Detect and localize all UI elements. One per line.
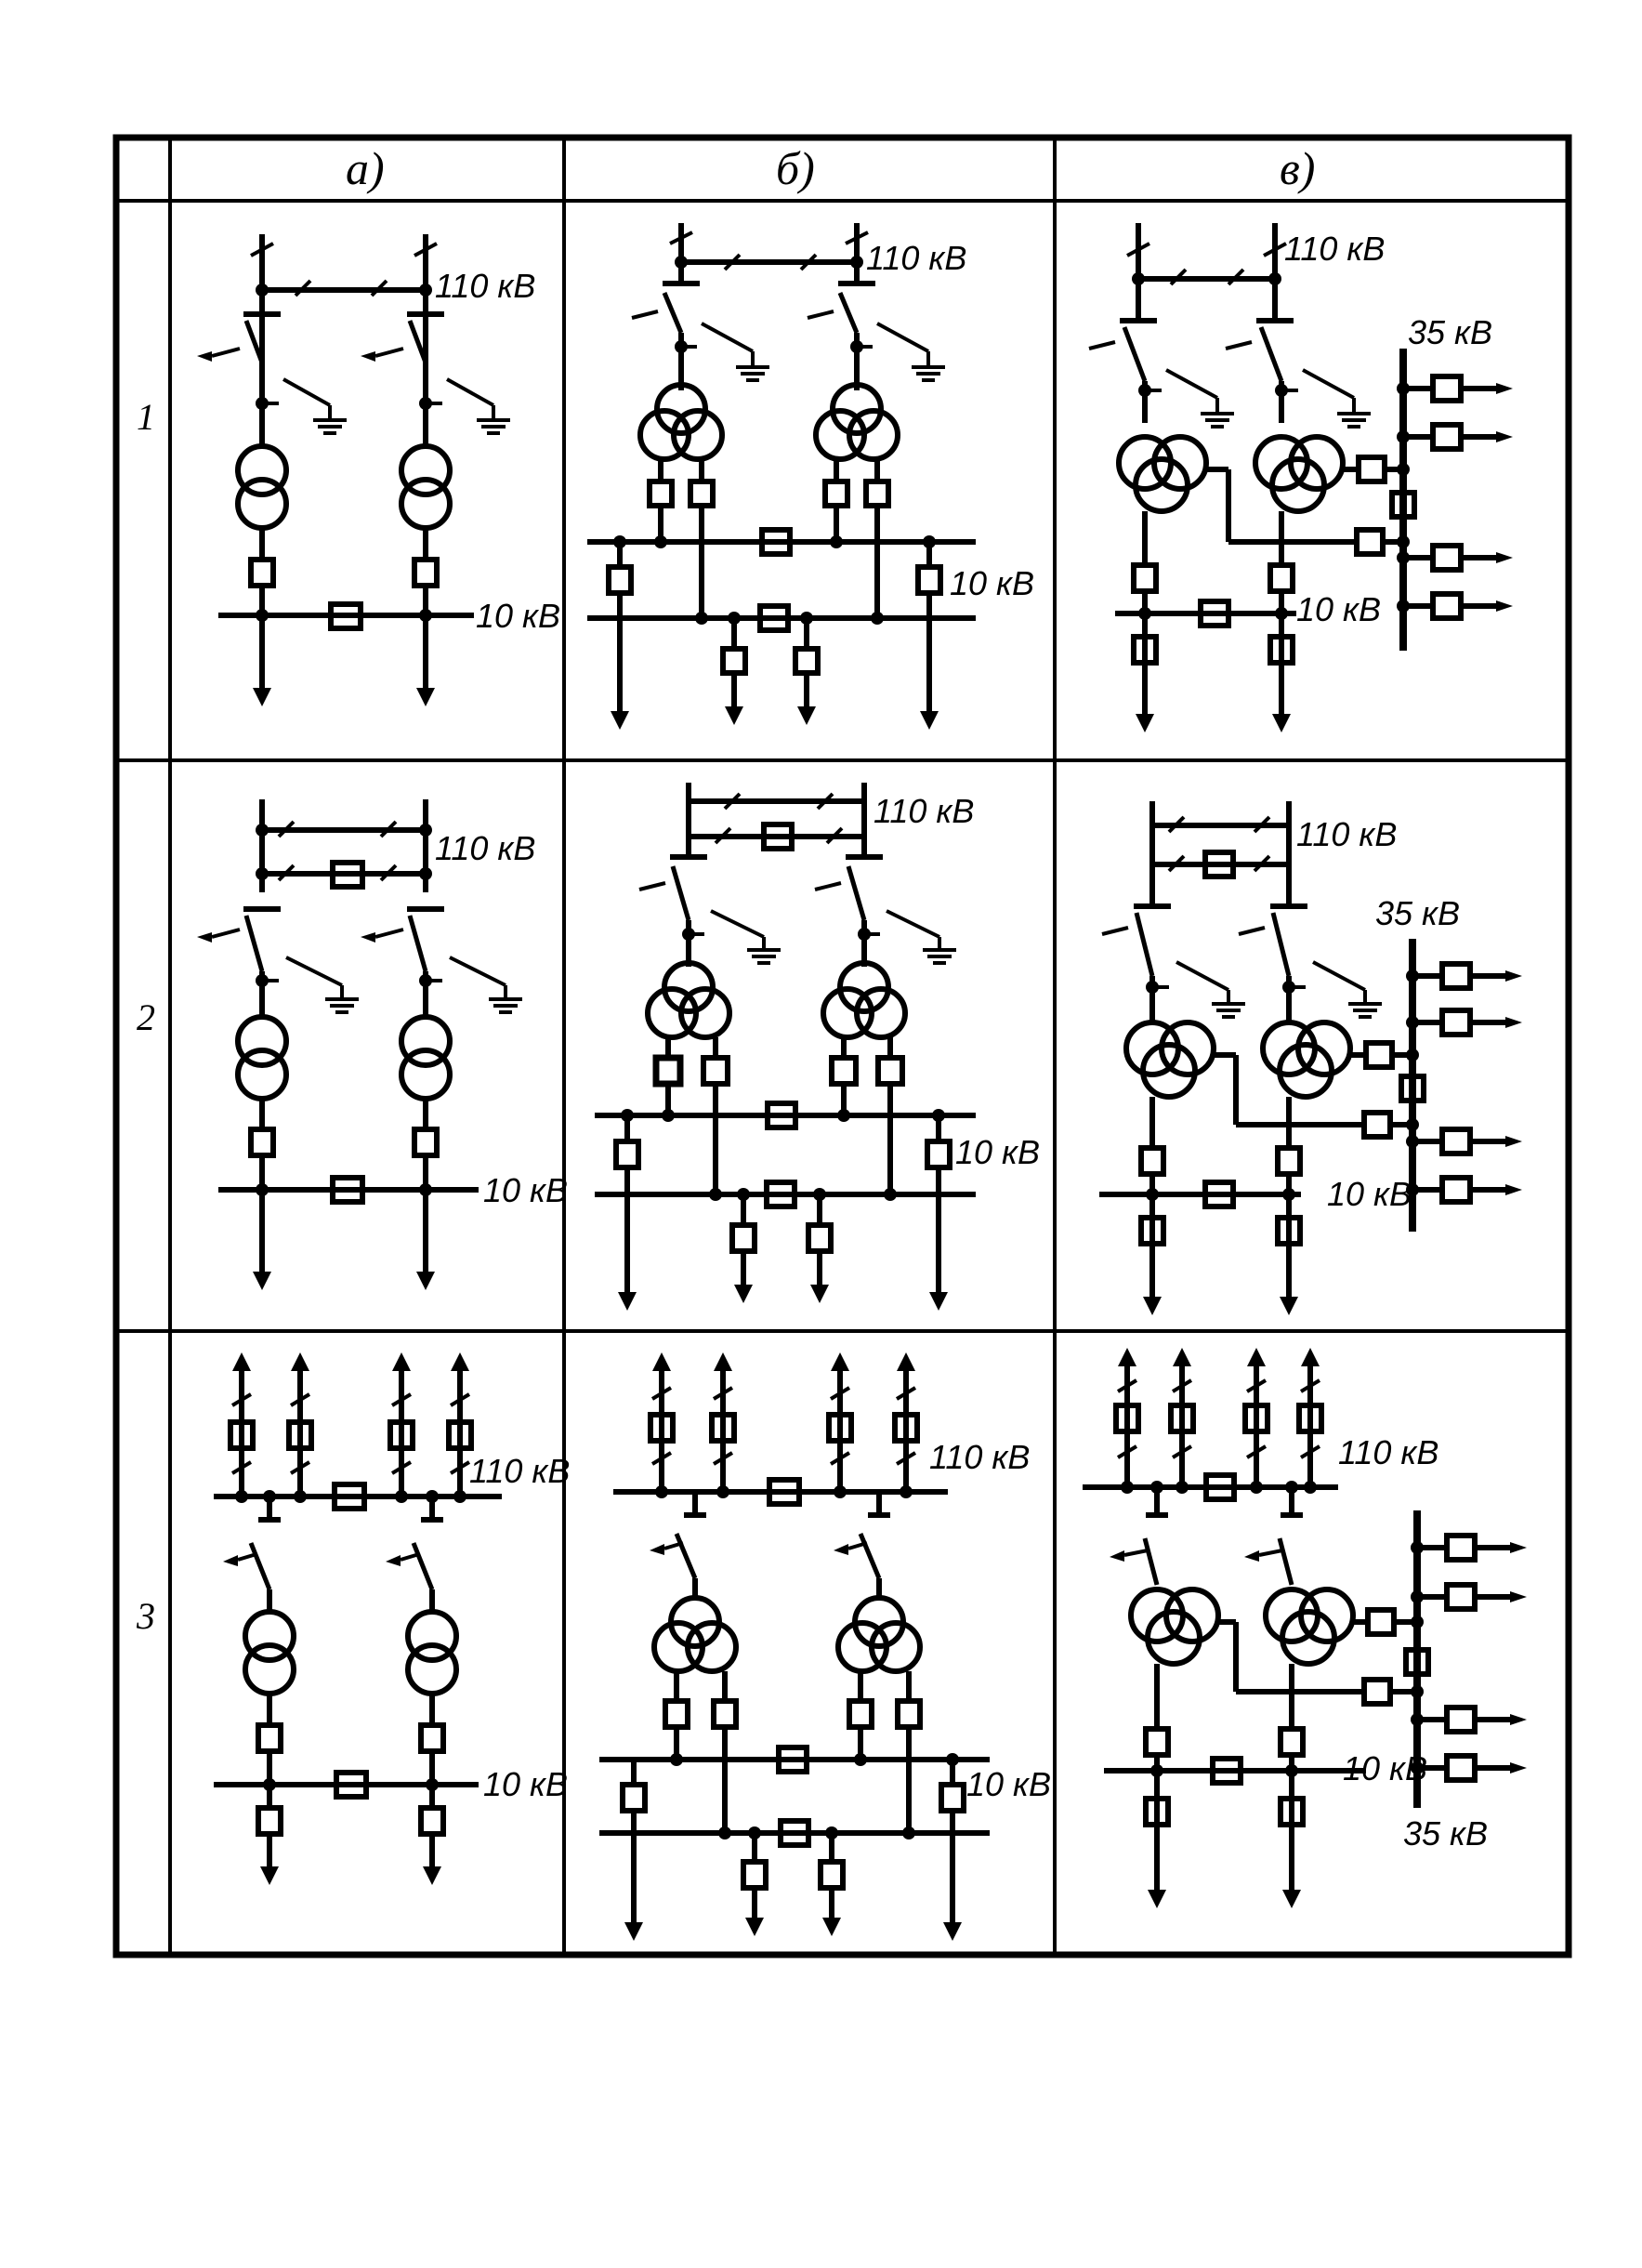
voltage-label-2b-110: 110 кВ	[874, 792, 974, 830]
column-header-a: а)	[346, 142, 385, 194]
scheme-3v	[1083, 1366, 1515, 1892]
voltage-label-2a-10: 10 кВ	[483, 1171, 568, 1209]
voltage-label-2v-110: 110 кВ	[1296, 815, 1397, 853]
column-header-v: в)	[1280, 142, 1315, 194]
scheme-3v-nodes	[1110, 1348, 1527, 1908]
column-header-b: б)	[776, 142, 815, 194]
scheme-1b	[587, 223, 976, 711]
voltage-label-3v-110: 110 кВ	[1338, 1433, 1438, 1471]
scheme-1v	[1088, 223, 1501, 714]
voltage-label-1a-10: 10 кВ	[476, 597, 560, 635]
voltage-label-3b-110: 110 кВ	[929, 1438, 1030, 1476]
scheme-2v	[1099, 801, 1510, 1297]
voltage-label-1v-110: 110 кВ	[1284, 230, 1385, 268]
voltage-label-3a-10: 10 кВ	[483, 1765, 568, 1803]
row-number-3: 3	[136, 1595, 155, 1637]
voltage-label-1b-110: 110 кВ	[866, 239, 966, 277]
voltage-label-2v-35: 35 кВ	[1375, 894, 1460, 932]
voltage-label-1a-110: 110 кВ	[435, 267, 535, 305]
scheme-2a	[211, 799, 522, 1273]
voltage-label-1b-10: 10 кВ	[950, 564, 1034, 602]
scheme-2b	[595, 783, 976, 1292]
voltage-label-3v-10: 10 кВ	[1343, 1749, 1427, 1787]
voltage-label-3a-110: 110 кВ	[469, 1452, 570, 1490]
row-number-2: 2	[137, 996, 155, 1038]
scheme-2b-nodes	[618, 928, 948, 1311]
scheme-3b-nodes	[624, 1352, 962, 1941]
scheme-1a-nodes	[197, 284, 435, 706]
scheme-2v-nodes	[1143, 969, 1522, 1315]
voltage-label-3v-35: 35 кВ	[1403, 1814, 1488, 1853]
voltage-label-1v-10: 10 кВ	[1296, 590, 1381, 628]
row-number-1: 1	[137, 396, 155, 438]
voltage-label-2b-10: 10 кВ	[955, 1133, 1040, 1171]
scheme-2a-nodes	[197, 824, 435, 1290]
voltage-label-1v-35: 35 кВ	[1408, 313, 1492, 351]
scheme-1a	[211, 234, 510, 690]
scheme-3a-nodes	[223, 1352, 469, 1885]
scheme-1b-nodes	[611, 256, 939, 730]
voltage-label-2v-10: 10 кВ	[1327, 1175, 1412, 1213]
voltage-label-3b-10: 10 кВ	[966, 1765, 1051, 1803]
voltage-label-2a-110: 110 кВ	[435, 829, 535, 867]
scheme-3b	[599, 1371, 990, 1924]
scheme-3a	[214, 1371, 502, 1868]
table-frame	[112, 134, 1572, 1958]
scheme-1v-nodes	[1132, 272, 1513, 732]
